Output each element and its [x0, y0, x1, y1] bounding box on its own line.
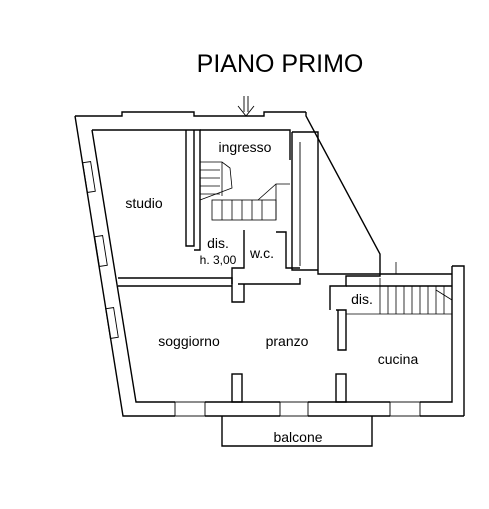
room-label-pranzo: pranzo: [266, 333, 309, 349]
room-label-cucina: cucina: [378, 351, 419, 367]
room-label-studio: studio: [125, 195, 163, 211]
room-label-soggiorno: soggiorno: [158, 333, 220, 349]
interior-walls: [118, 129, 347, 403]
entrance-arrow-icon: [237, 96, 255, 117]
left-windows: [82, 161, 119, 339]
room-label-dis-2: dis.: [351, 291, 373, 307]
outer-walls: [74, 111, 465, 417]
room-label-wc: w.c.: [249, 245, 274, 261]
room-label-height: h. 3,00: [200, 253, 237, 267]
room-label-ingresso: ingresso: [219, 139, 272, 155]
room-label-dis-1: dis.: [207, 235, 229, 251]
ingresso-staircase: [199, 161, 290, 221]
bottom-windows: [174, 401, 421, 417]
annex-staircase: [346, 262, 453, 315]
plan-title: PIANO PRIMO: [197, 50, 364, 78]
balcony: [221, 416, 373, 447]
room-label-balcone: balcone: [273, 429, 322, 445]
